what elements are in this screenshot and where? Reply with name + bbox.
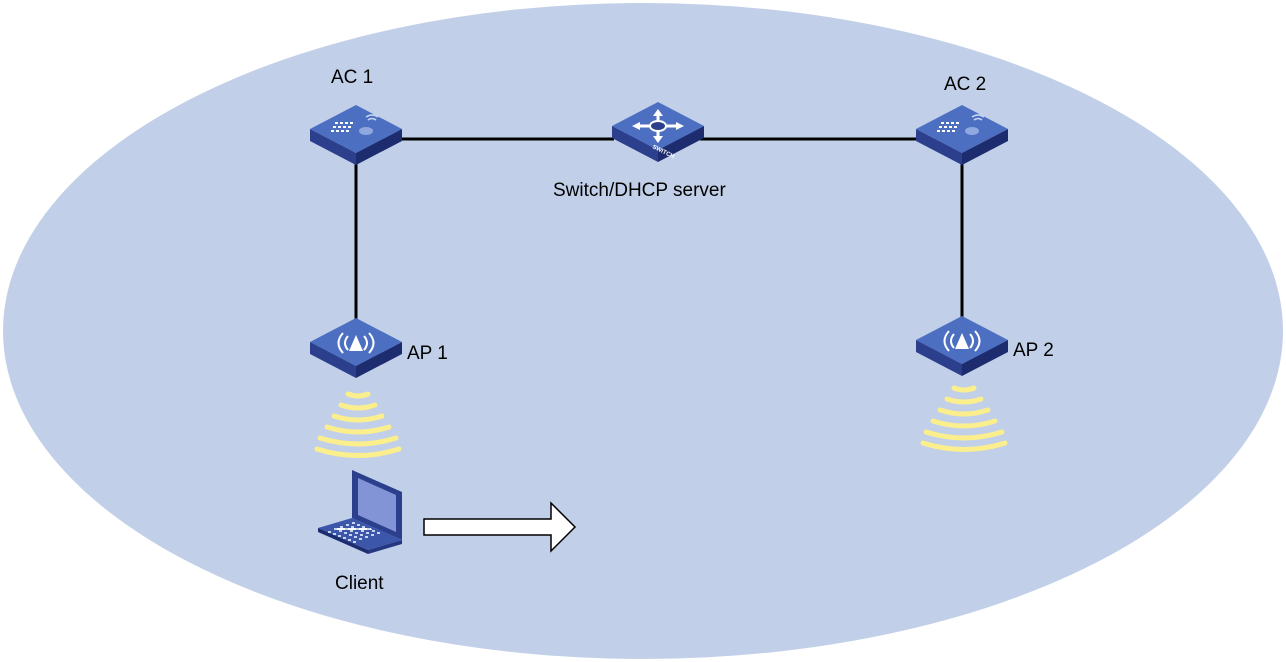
switch-icon: SWITCH: [612, 102, 704, 162]
node-ap2: [916, 316, 1008, 376]
node-switch: SWITCH: [612, 102, 704, 162]
links: [354, 137, 964, 320]
wifi-signal-icon: [314, 391, 402, 458]
roaming-arrow-icon: [423, 501, 577, 553]
label-ac2: AC 2: [944, 74, 986, 95]
wireless-controller-icon: [916, 105, 1008, 165]
label-ap2: AP 2: [1013, 340, 1054, 361]
laptop-icon: [318, 470, 402, 554]
access-point-icon: [310, 318, 402, 378]
wifi-signal-icon: [920, 385, 1008, 452]
network-area-ellipse: [3, 3, 1283, 659]
label-switch: Switch/DHCP server: [553, 180, 726, 201]
wireless-controller-icon: [310, 105, 402, 165]
node-ac2: [916, 105, 1008, 165]
node-ac1: [310, 105, 402, 165]
node-client: [318, 470, 402, 554]
label-client: Client: [335, 573, 384, 594]
access-point-icon: [916, 316, 1008, 376]
node-ap1: [310, 318, 402, 378]
label-ap1: AP 1: [407, 343, 448, 364]
label-ac1: AC 1: [331, 67, 373, 88]
